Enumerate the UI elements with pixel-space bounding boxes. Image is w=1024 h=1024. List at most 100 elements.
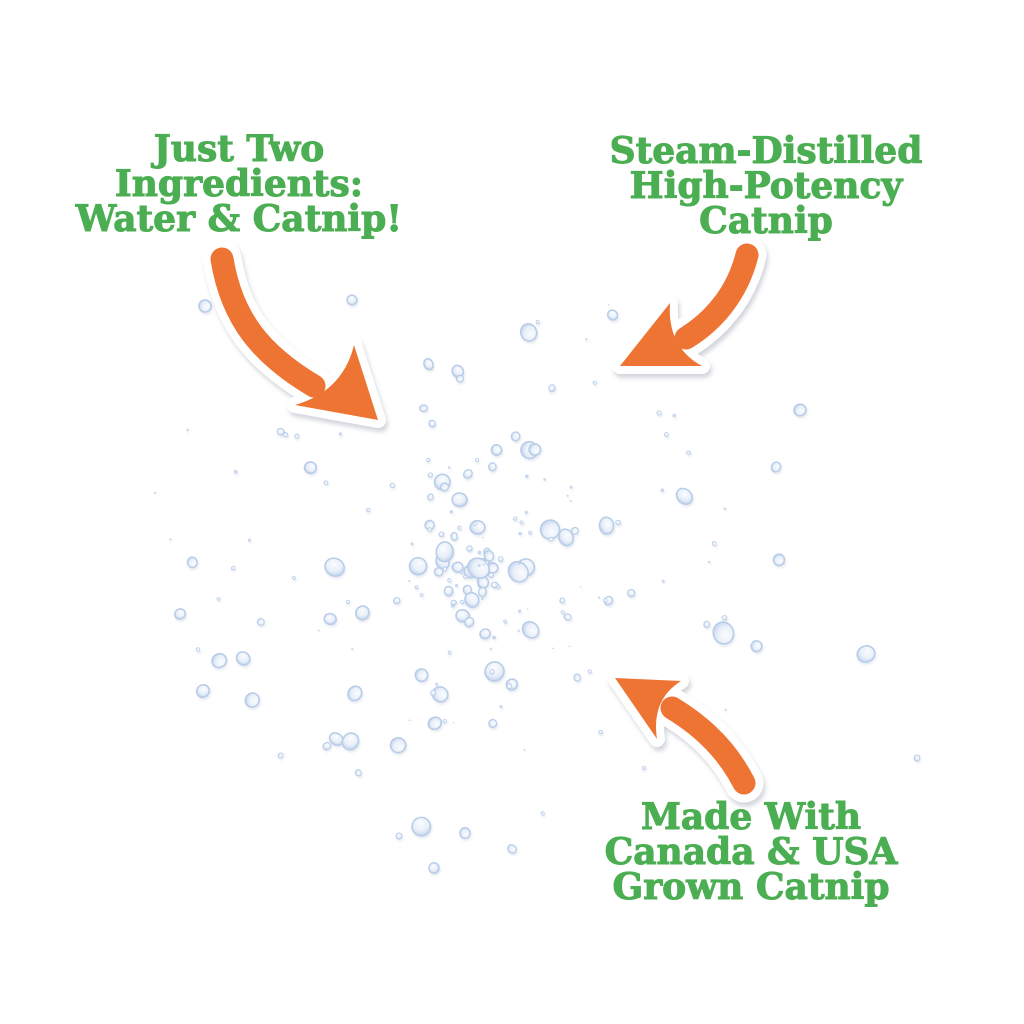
water-droplet [477,586,488,598]
label-line: Just Two [153,128,325,170]
water-droplet [548,384,556,393]
water-speck [524,510,529,515]
water-droplet [323,612,337,626]
water-droplet [389,736,407,754]
water-speck [454,583,459,588]
water-droplet [323,480,329,485]
water-speck [408,719,411,722]
water-droplet [447,650,452,655]
water-speck [408,580,411,583]
water-droplet [451,561,464,573]
water-droplet [563,613,572,621]
water-droplet [615,519,622,526]
water-droplet [303,461,318,475]
water-droplet [519,520,524,525]
water-speck [449,510,454,514]
water-droplet [426,457,431,463]
water-droplet [656,410,662,416]
water-droplet [770,461,782,473]
water-speck [584,337,588,341]
water-speck [672,413,677,418]
water-droplet [459,826,471,840]
arrow-head [615,678,681,739]
water-droplet [435,541,454,563]
water-droplet [750,640,763,653]
water-speck [247,538,252,542]
water-droplet [627,588,636,598]
water-droplet [230,565,236,571]
water-droplet [443,585,454,597]
water-speck [518,562,521,566]
water-droplet [430,689,437,697]
water-droplet [277,752,284,759]
water-droplet [216,597,221,601]
water-droplet [489,669,495,675]
water-droplet [442,719,447,724]
water-speck [489,647,493,651]
label-line: Canada & USA [604,831,898,873]
water-speck [452,721,455,724]
water-droplet [450,531,458,541]
water-droplet [341,732,360,751]
water-droplet [365,507,371,513]
label-line: Grown Catnip [612,866,890,908]
water-droplet [703,620,711,629]
water-speck [466,565,469,568]
water-droplet [686,450,691,455]
water-droplet [540,811,545,816]
water-droplet [408,556,428,576]
label-line: High-Potency [629,165,903,207]
water-droplet [195,647,201,652]
water-speck [435,682,439,686]
water-droplet [464,591,480,608]
water-droplet [503,619,508,624]
water-speck [661,579,665,583]
water-droplet [606,309,619,321]
water-droplet [198,299,212,313]
water-speck [543,477,547,481]
water-droplet [711,541,717,547]
water-droplet [490,444,503,456]
water-droplet [282,432,289,438]
water-droplet [256,618,265,626]
water-droplet [427,472,433,478]
water-droplet [447,577,452,583]
water-speck [579,586,582,588]
water-droplet [592,380,597,385]
water-droplet [535,319,540,325]
water-speck [481,536,484,539]
water-droplet [466,545,473,552]
water-droplet [641,765,647,771]
water-droplet [428,419,436,428]
water-droplet [664,432,669,438]
water-droplet [559,597,565,604]
label-line: Water & Catnip! [75,198,403,240]
water-droplet [462,469,473,479]
water-speck [317,629,320,632]
water-droplet [427,716,443,731]
water-droplet [392,597,401,605]
water-droplet [173,608,187,620]
water-speck [480,597,484,601]
water-speck [450,603,455,608]
label-line: Steam-Distilled [609,130,923,172]
water-speck [597,596,601,599]
water-speck [552,647,554,650]
water-speck [517,609,522,613]
arrow-shaft [210,247,326,398]
water-droplet [235,651,251,666]
water-speck [569,485,573,489]
water-speck [723,507,727,511]
water-droplet [712,621,735,645]
water-droplet [507,844,517,854]
water-droplet [419,404,428,412]
water-droplet [244,692,261,708]
water-droplet [675,487,694,505]
water-droplet [428,862,440,874]
water-speck [660,488,665,493]
water-droplet [488,462,497,472]
water-droplet [414,668,429,683]
water-droplet [548,536,554,542]
water-speck [410,542,414,546]
